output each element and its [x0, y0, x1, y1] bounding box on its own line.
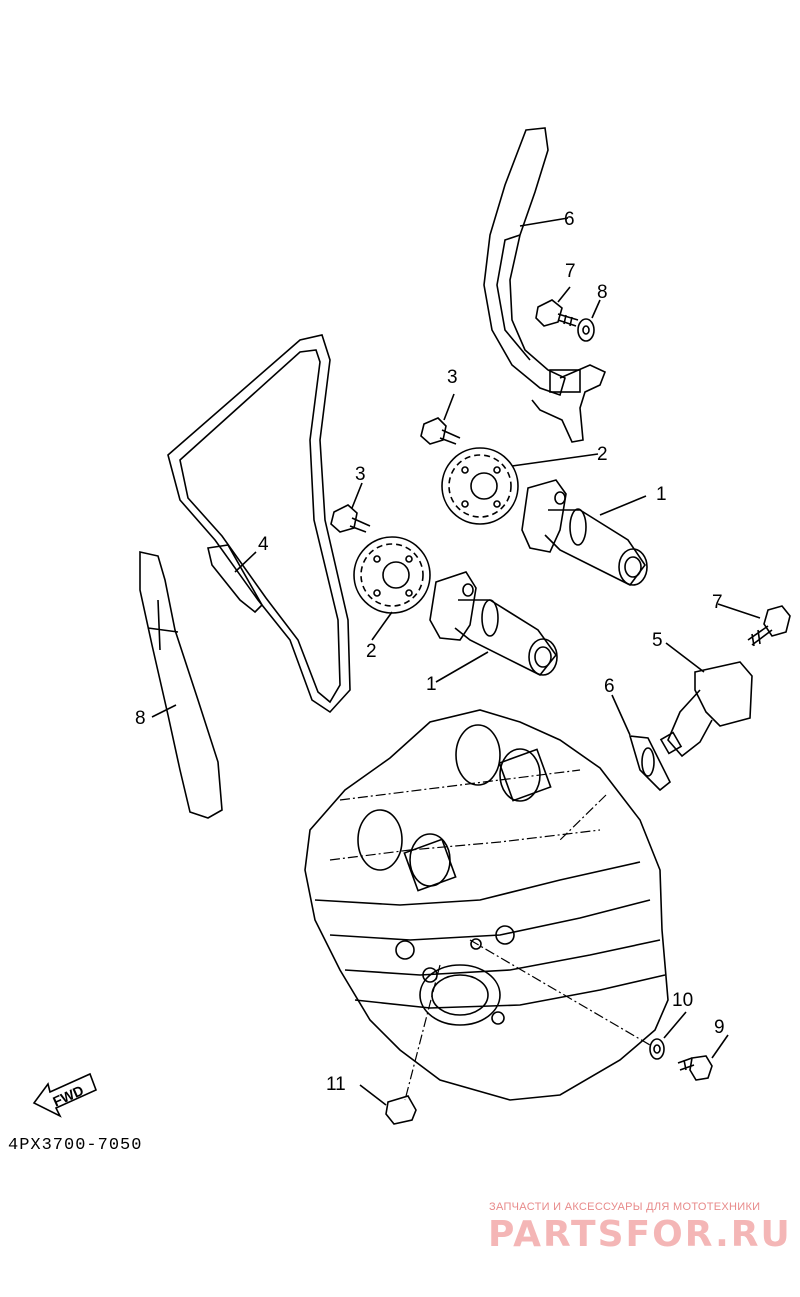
sprocket-2-upper — [441, 447, 519, 525]
callout-13: 10 — [672, 990, 693, 1011]
callout-1-lower: 1 — [426, 674, 437, 695]
watermark-tagline: ЗАПЧАСТИ И АКСЕССУАРЫ ДЛЯ МОТОТЕХНИКИ — [489, 1201, 761, 1213]
callout-9: 6 — [564, 209, 575, 230]
tensioner-5 — [659, 661, 753, 758]
washer-13 — [649, 1038, 665, 1060]
leader-lines — [151, 217, 761, 1106]
camshaft-1-upper — [521, 479, 648, 587]
chain-guide-upper — [483, 127, 607, 443]
cylinder-head — [304, 709, 669, 1101]
watermark-brand: PARTSFOR.RU — [488, 1214, 792, 1255]
callout-11: 8 — [597, 282, 608, 303]
callout-5: 5 — [652, 630, 663, 651]
callout-6: 6 — [604, 676, 615, 697]
washer-11 — [577, 318, 595, 342]
callout-14: 11 — [326, 1074, 346, 1095]
callout-3-upper: 3 — [447, 367, 458, 388]
callout-12: 9 — [714, 1017, 725, 1038]
bolt-3-upper — [420, 417, 461, 445]
callout-labels: 6 7 8 3 2 3 1 4 7 5 5 2 1 8 8 10 9 11 — [258, 209, 725, 1095]
callout-2-upper: 2 — [597, 444, 608, 465]
callout-1-upper: 1 — [656, 484, 667, 505]
bolt-12 — [677, 1055, 713, 1081]
callout-7: 7 — [712, 592, 723, 613]
bolt-7 — [747, 605, 791, 647]
dowel-14 — [385, 1095, 417, 1125]
callout-8: 8 — [135, 708, 146, 729]
callout-10: 7 — [565, 261, 576, 282]
callout-4: 4 — [258, 534, 269, 555]
camshaft-1-lower — [429, 571, 558, 677]
diagram-code: 4PX3700-7050 — [8, 1136, 143, 1155]
gasket-6 — [628, 735, 672, 792]
timing-chain-4 — [167, 334, 351, 714]
chain-guide-lower — [139, 551, 223, 819]
callout-2-lower: 2 — [366, 641, 377, 662]
bolt-10 — [535, 299, 579, 327]
bolt-3-lower — [330, 504, 371, 533]
callout-3-lower: 3 — [355, 464, 366, 485]
